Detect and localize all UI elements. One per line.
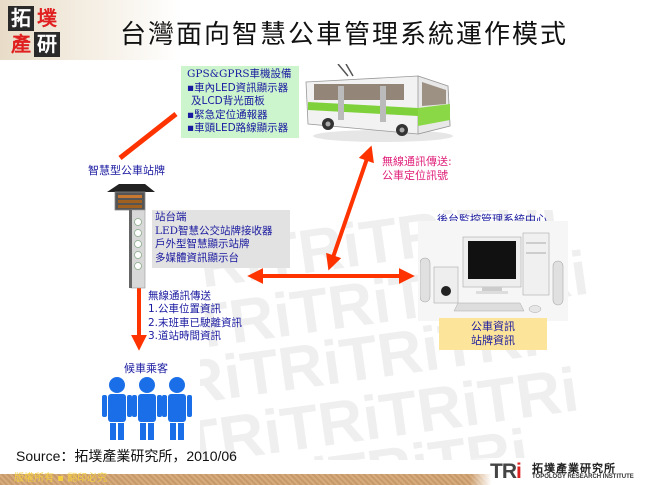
bus-stop-label: 智慧型公車站牌 xyxy=(88,164,165,177)
bus-equipment-box: GPS&GPRS車機設備 ▪車內LED資訊顯示器 及LCD背光面板 ▪緊急定位通… xyxy=(181,66,299,138)
center-info-item: 公車資訊 xyxy=(471,320,515,333)
tri-logo: TRi 拓墣產業研究所 TOPOLOGY RESEARCH INSTITUTE xyxy=(470,458,650,485)
smart-bus-stop-icon xyxy=(107,184,155,289)
stop-bus-link xyxy=(118,112,178,160)
copyright-notice: 版權所有 ▪ 翻印必究 xyxy=(14,473,108,484)
center-info-box: 公車資訊 站牌資訊 xyxy=(439,318,547,350)
footer-band xyxy=(0,474,650,485)
bus-stop-item: 多媒體資訊顯示台 xyxy=(155,251,239,264)
wireless-line: 1.公車位置資訊 xyxy=(148,303,222,316)
wireless-line: 3.道站時間資訊 xyxy=(148,329,222,342)
bus-center-arrow xyxy=(326,145,374,271)
bus-equipment-heading: GPS&GPRS車機設備 xyxy=(187,68,292,80)
bus-equipment-item: ▪緊急定位通報器 xyxy=(187,108,268,121)
passengers-label: 候車乘客 xyxy=(124,362,168,375)
bus-equipment-item: ▪車頭LED路線顯示器 xyxy=(187,122,289,134)
source-citation: Source：拓墣產業研究所，2010/06 xyxy=(16,448,237,464)
bus-equipment-item: 及LCD背光面板 xyxy=(191,95,265,107)
wireless-line: 公車定位訊號 xyxy=(382,169,448,182)
wireless-line: 無線通訊傳送 xyxy=(148,290,211,302)
header-background xyxy=(0,0,650,60)
bus-stop-item: LED智慧公交站牌接收器 xyxy=(155,224,273,237)
center-info-item: 站牌資訊 xyxy=(471,334,515,347)
wireless-line: 無線通訊傳送: xyxy=(382,155,452,168)
bus-equipment-item: ▪車內LED資訊顯示器 xyxy=(187,81,289,94)
page-title: 台灣面向智慧公車管理系統運作模式 xyxy=(120,20,569,50)
bus-stop-item: 站台端 xyxy=(155,211,187,223)
tri-logo-mark: TRi xyxy=(490,460,522,483)
logo-char: 墣 xyxy=(37,6,57,30)
company-logo: 拓 墣 產 研 xyxy=(8,6,62,58)
tri-logo-chinese: 拓墣產業研究所 xyxy=(532,462,616,475)
trolleybus-icon xyxy=(305,64,453,142)
wireless-bus-center-label: 無線通訊傳送: 公車定位訊號 xyxy=(382,155,452,183)
logo-char: 拓 xyxy=(8,6,34,31)
logo-char: 產 xyxy=(11,32,31,56)
bus-stop-item: 戶外型智慧顯示站牌 xyxy=(155,238,250,250)
bus-stop-info-box: 站台端 LED智慧公交站牌接收器 戶外型智慧顯示站牌 多媒體資訊顯示台 xyxy=(152,210,290,268)
tri-logo-english: TOPOLOGY RESEARCH INSTITUTE xyxy=(532,474,634,480)
computer-icon xyxy=(420,232,564,313)
passengers-icon xyxy=(102,377,192,440)
logo-char: 研 xyxy=(34,32,60,57)
wireless-line: 2.末班車已駛離資訊 xyxy=(148,316,243,329)
wireless-stop-passenger-label: 無線通訊傳送 1.公車位置資訊 2.末班車已駛離資訊 3.道站時間資訊 xyxy=(148,290,242,343)
